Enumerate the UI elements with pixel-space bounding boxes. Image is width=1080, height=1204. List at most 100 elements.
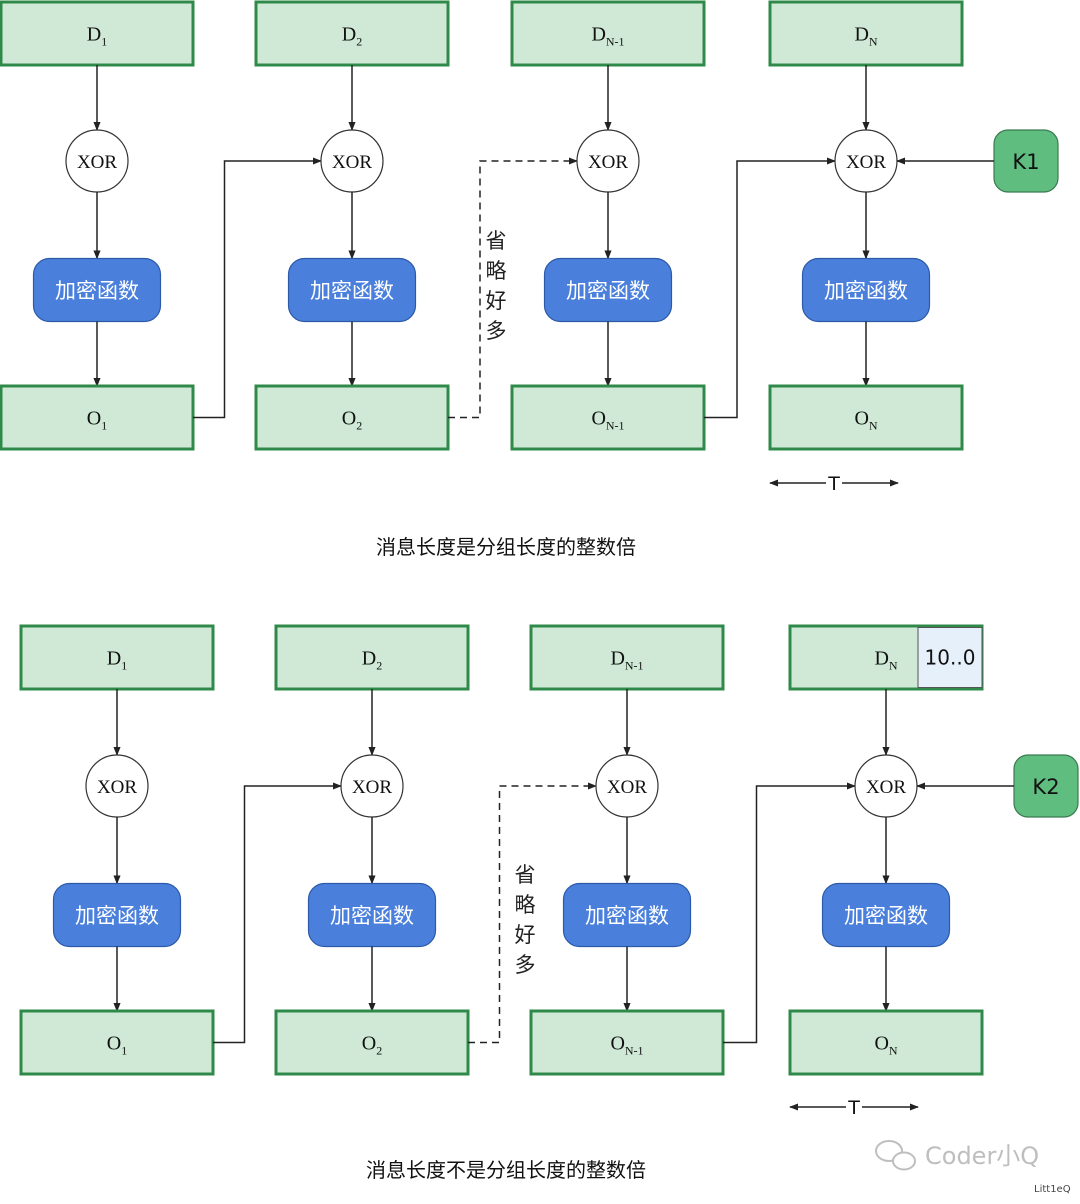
section-caption: 消息长度是分组长度的整数倍 <box>376 535 636 559</box>
encrypt-function-label: 加密函数 <box>585 904 669 928</box>
label-base: O <box>874 1033 888 1055</box>
label-base: O <box>610 1033 624 1055</box>
xor-label: XOR <box>352 777 392 798</box>
label-base: O <box>342 408 356 430</box>
watermark-text: Coder小Q <box>925 1142 1039 1170</box>
label-subscript: N <box>889 1044 898 1058</box>
input-block-label: D2 <box>342 24 362 49</box>
output-block <box>274 1009 470 1076</box>
chain-connector <box>704 157 836 419</box>
key-label: K1 <box>1012 150 1039 174</box>
output-block <box>254 384 450 451</box>
encrypt-function-label: 加密函数 <box>330 904 414 928</box>
label-base: D <box>854 24 868 46</box>
output-block-label: O2 <box>362 1033 382 1058</box>
output-block-label: ON <box>854 408 877 433</box>
omitted-note-char: 多 <box>515 953 536 977</box>
label-subscript: 1 <box>121 659 127 673</box>
omitted-note-char: 略 <box>515 893 536 917</box>
input-block-label: D2 <box>362 648 382 673</box>
input-block <box>768 0 964 67</box>
output-block-label: O1 <box>107 1033 127 1058</box>
omitted-note-char: 省 <box>515 863 536 887</box>
output-block-label: ON-1 <box>610 1033 643 1058</box>
t-label: T <box>847 1097 860 1119</box>
input-block-label: D1 <box>107 648 127 673</box>
xor-label: XOR <box>332 152 372 173</box>
label-subscript: 1 <box>101 35 107 49</box>
label-subscript: 2 <box>356 419 362 433</box>
input-block-label: DN <box>874 648 897 673</box>
label-base: O <box>87 408 101 430</box>
output-block <box>0 384 195 451</box>
input-block-label: D1 <box>87 24 107 49</box>
padding-box <box>917 627 983 688</box>
xor-label: XOR <box>866 777 906 798</box>
xor-label: XOR <box>588 152 628 173</box>
label-base: O <box>107 1033 121 1055</box>
output-block-label: ON-1 <box>591 408 624 433</box>
output-block <box>788 1009 984 1076</box>
label-base: D <box>610 648 624 670</box>
omitted-note-char: 好 <box>486 289 507 313</box>
input-block <box>510 0 706 67</box>
output-block <box>510 384 706 451</box>
watermark-handle: Litt1eQ <box>1034 1184 1071 1195</box>
wechat-bubble-small <box>892 1151 916 1171</box>
label-subscript: N <box>869 419 878 433</box>
t-label-bg <box>826 471 842 493</box>
t-label-bg <box>846 1095 862 1117</box>
chain-connector <box>723 782 856 1044</box>
chain-connector <box>193 157 322 419</box>
label-base: D <box>342 24 356 46</box>
output-block <box>529 1009 725 1076</box>
label-base: O <box>362 1033 376 1055</box>
label-base: D <box>362 648 376 670</box>
omitted-note-char: 多 <box>486 319 507 343</box>
omitted-note-char: 省 <box>486 229 507 253</box>
output-block-label: O1 <box>87 408 107 433</box>
input-block <box>529 624 725 691</box>
label-subscript: N <box>889 659 898 673</box>
section-caption: 消息长度不是分组长度的整数倍 <box>366 1158 646 1182</box>
input-block <box>0 0 195 67</box>
xor-label: XOR <box>607 777 647 798</box>
output-block <box>19 1009 215 1076</box>
label-subscript: N-1 <box>625 1044 644 1058</box>
xor-label: XOR <box>97 777 137 798</box>
wechat-bubble-large <box>875 1140 903 1162</box>
chain-connector-omitted <box>448 157 578 419</box>
label-subscript: N-1 <box>606 35 625 49</box>
chain-connector <box>213 782 342 1044</box>
input-block-label: DN-1 <box>591 24 624 49</box>
section-top: D1XOR加密函数O1D2XOR加密函数O2DN-1XOR加密函数ON-1DNX… <box>0 0 1059 559</box>
label-base: D <box>87 24 101 46</box>
label-base: O <box>591 408 605 430</box>
output-block-label: ON <box>874 1033 897 1058</box>
wechat-icon <box>875 1140 916 1171</box>
input-block <box>274 624 470 691</box>
label-subscript: N-1 <box>606 419 625 433</box>
encrypt-function-label: 加密函数 <box>75 904 159 928</box>
label-subscript: N-1 <box>625 659 644 673</box>
label-base: D <box>591 24 605 46</box>
key-label: K2 <box>1032 775 1059 799</box>
watermark: Coder小Q <box>875 1140 1039 1171</box>
input-block-label: DN <box>854 24 877 49</box>
input-block <box>254 0 450 67</box>
label-base: D <box>874 648 888 670</box>
label-subscript: N <box>869 35 878 49</box>
label-subscript: 2 <box>376 659 382 673</box>
input-block-label: DN-1 <box>610 648 643 673</box>
